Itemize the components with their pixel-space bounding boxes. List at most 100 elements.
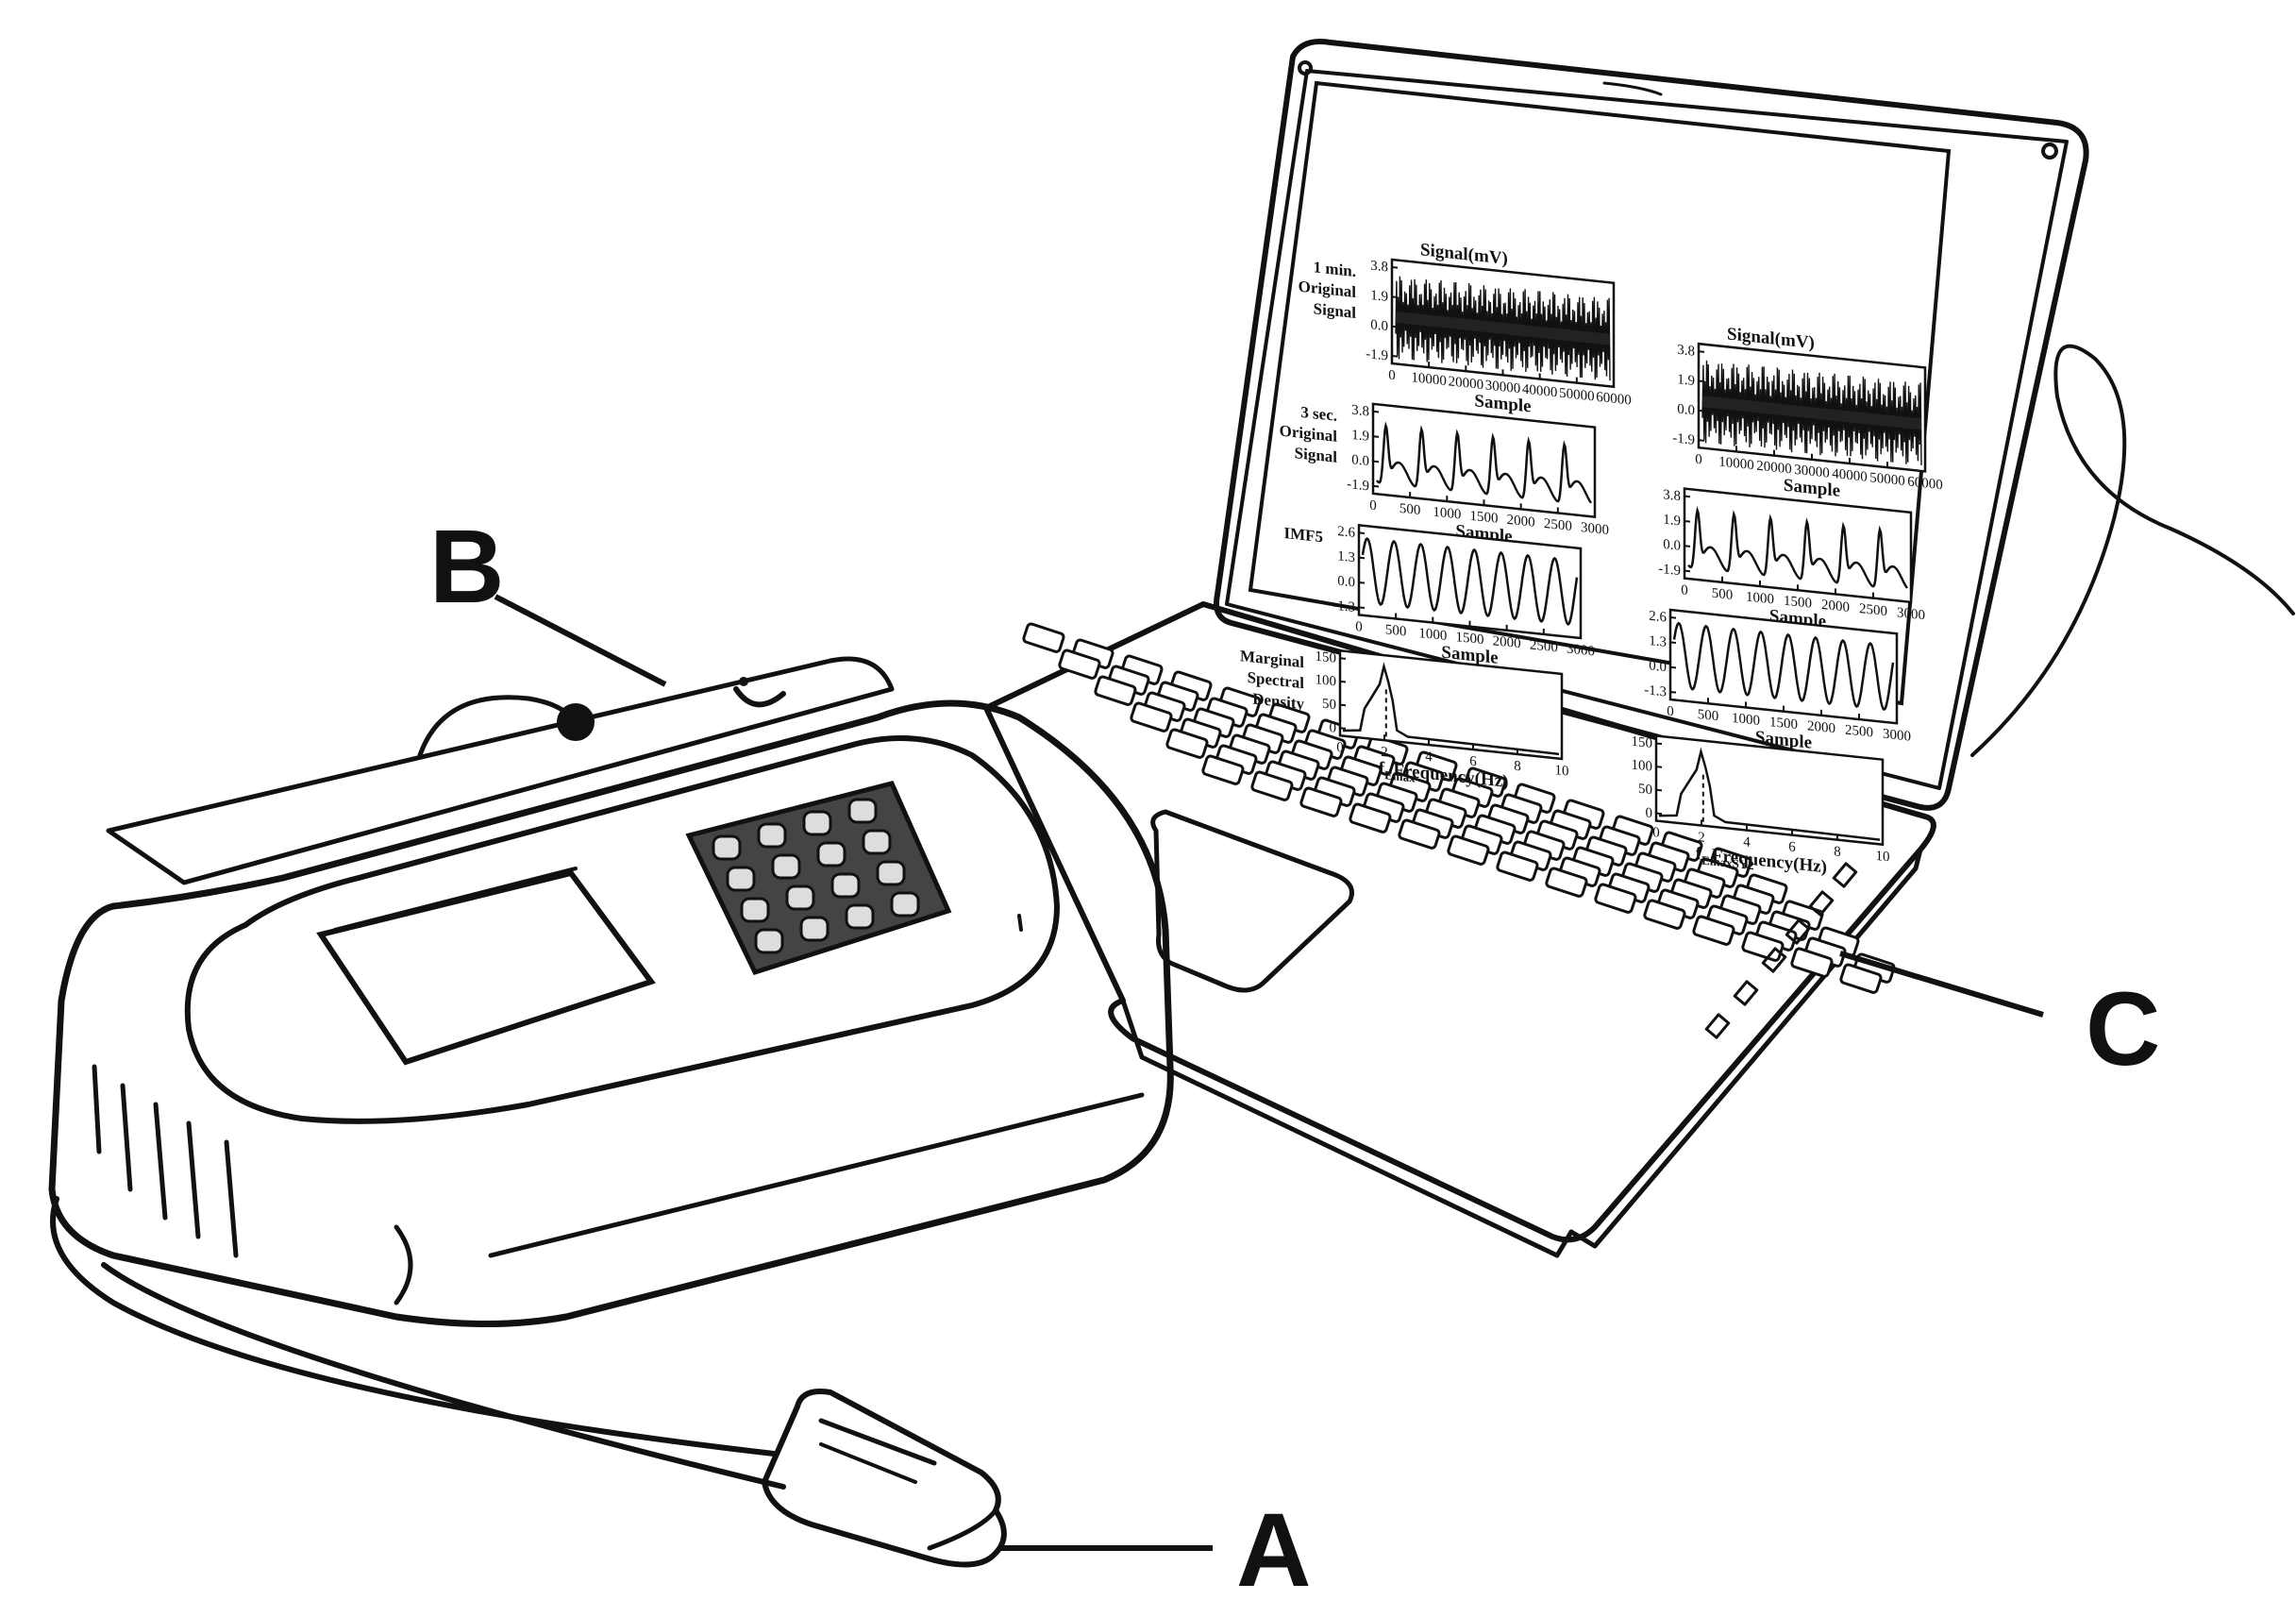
left-panel-2-xtick: 1500 — [1470, 509, 1499, 527]
keypad-button[interactable] — [757, 822, 787, 849]
left-panel-1-ytick: -1.9 — [1366, 346, 1388, 363]
right-panel-3-ytick: 1.3 — [1649, 633, 1667, 650]
keypad-button[interactable] — [740, 897, 770, 923]
right-panel-4-trace — [1658, 747, 1881, 841]
left-panel-3-ytick: 0.0 — [1337, 574, 1355, 591]
keyboard-key[interactable] — [1201, 754, 1245, 785]
left-panel-4-frame — [1338, 648, 1564, 761]
left-panel-2-ytick: 3.8 — [1351, 403, 1369, 420]
device-button-dark[interactable] — [557, 703, 595, 741]
right-panel-1-xtick: 60000 — [1907, 474, 1942, 493]
left-panel-4-ytick: 50 — [1322, 697, 1336, 714]
keyboard-key[interactable] — [1058, 648, 1101, 680]
left-panel-2-ytick: -1.9 — [1347, 477, 1369, 494]
keyboard-key[interactable] — [1094, 675, 1137, 706]
right-panel-3-trace — [1672, 621, 1895, 712]
right-panel-4-ytick: 50 — [1638, 782, 1652, 799]
keypad-button[interactable] — [785, 884, 815, 911]
keyboard-key[interactable] — [1250, 770, 1294, 801]
keyboard-key[interactable] — [1447, 834, 1490, 866]
device-display — [316, 869, 656, 1066]
right-panel-3-xtick: 0 — [1667, 704, 1673, 720]
right-panel-2-xtick: 2500 — [1859, 601, 1887, 619]
device-top-flap — [106, 656, 895, 885]
keypad-button[interactable] — [890, 891, 920, 918]
keyboard-key[interactable] — [1545, 867, 1588, 898]
callout-b: B — [429, 509, 504, 625]
laptop-touchpad[interactable] — [1150, 809, 1354, 993]
keyboard-key[interactable] — [1594, 883, 1637, 914]
keyboard-key[interactable] — [1398, 818, 1441, 850]
keypad-button[interactable] — [862, 829, 892, 855]
right-panel-1-ytick: 0.0 — [1677, 401, 1695, 418]
keypad-button[interactable] — [799, 916, 830, 942]
right-panel-2-trace — [1687, 505, 1908, 589]
left-panel-4-ytick: 150 — [1316, 648, 1336, 665]
right-panel-1-ytick: -1.9 — [1672, 430, 1695, 447]
left-panel-1-xtick: 50000 — [1559, 386, 1594, 405]
right-panel-1-ytick: 1.9 — [1677, 372, 1695, 389]
finger-probe[interactable] — [762, 1389, 1007, 1568]
left-panel-3-ytick: -1.3 — [1332, 598, 1355, 615]
right-panel-3-ytick: 2.6 — [1649, 609, 1667, 626]
left-panel-3-side-label: IMF5 — [1283, 524, 1323, 546]
right-panel-3-xtick: 1000 — [1732, 711, 1760, 729]
right-panel-4-frame — [1654, 734, 1885, 847]
left-panel-3-xtick: 1500 — [1456, 630, 1484, 648]
keyboard-key[interactable] — [1165, 728, 1209, 759]
right-panel-2-ytick: 3.8 — [1663, 487, 1681, 504]
left-panel-3-ytick: 2.6 — [1337, 524, 1355, 541]
keypad-button[interactable] — [726, 866, 756, 892]
right-panel-1-trace-band — [1702, 396, 1921, 430]
keyboard-key[interactable] — [1643, 899, 1686, 930]
keyboard-key[interactable] — [1692, 915, 1735, 946]
keyboard-key[interactable] — [1130, 701, 1173, 733]
keypad-button[interactable] — [845, 903, 875, 930]
keyboard-key[interactable] — [1839, 963, 1883, 994]
right-panel-3-xtick: 2500 — [1845, 723, 1873, 741]
keypad-button[interactable] — [802, 810, 832, 836]
left-panel-1-side-label: 1 min. — [1314, 258, 1356, 280]
left-panel-4-trace — [1342, 662, 1560, 756]
keypad-button[interactable] — [876, 860, 906, 886]
keyboard-key[interactable] — [1496, 851, 1539, 882]
keypad-button[interactable] — [754, 928, 784, 954]
right-panel-2-xtick: 1500 — [1784, 594, 1812, 612]
left-panel-2-xtick: 0 — [1369, 498, 1376, 514]
right-panel-3-xtick: 3000 — [1883, 727, 1911, 745]
keypad-button[interactable] — [771, 853, 801, 880]
left-panel-3-xtick: 3000 — [1567, 642, 1595, 660]
left-panel-4-ytick: 100 — [1316, 672, 1336, 689]
laptop-keyboard[interactable] — [1022, 622, 1896, 994]
keyboard-key[interactable] — [1022, 622, 1065, 653]
left-panel-1-xtick: 20000 — [1449, 374, 1483, 393]
left-panel-4-xtick: 6 — [1469, 754, 1477, 770]
finger-probe-assembly — [50, 1196, 1007, 1568]
left-panel-2-xtick: 2500 — [1544, 516, 1572, 534]
right-panel-4-ytick: 100 — [1632, 757, 1652, 774]
right-panel-3-xtick: 1500 — [1769, 715, 1798, 733]
keypad-button[interactable] — [830, 872, 861, 899]
left-panel-1-xtick: 0 — [1388, 368, 1395, 384]
keypad-button[interactable] — [712, 834, 742, 861]
keyboard-key[interactable] — [1299, 786, 1343, 817]
left-panel-3-xtick: 500 — [1385, 622, 1406, 639]
right-panel-1-xtick: 50000 — [1869, 470, 1904, 489]
left-panel-1-trace — [1395, 276, 1611, 381]
left-panel-1-ytick: 3.8 — [1370, 259, 1388, 276]
right-panel-1-trace — [1701, 360, 1922, 465]
right-panel-1-xtick: 10000 — [1718, 454, 1753, 473]
keyboard-key[interactable] — [1790, 947, 1834, 978]
keypad-button[interactable] — [847, 798, 878, 824]
keyboard-key[interactable] — [1349, 802, 1392, 834]
right-panel-3-ytick: 0.0 — [1649, 658, 1667, 675]
keypad-button[interactable] — [816, 841, 846, 867]
right-panel-3-xtick: 2000 — [1807, 718, 1835, 736]
